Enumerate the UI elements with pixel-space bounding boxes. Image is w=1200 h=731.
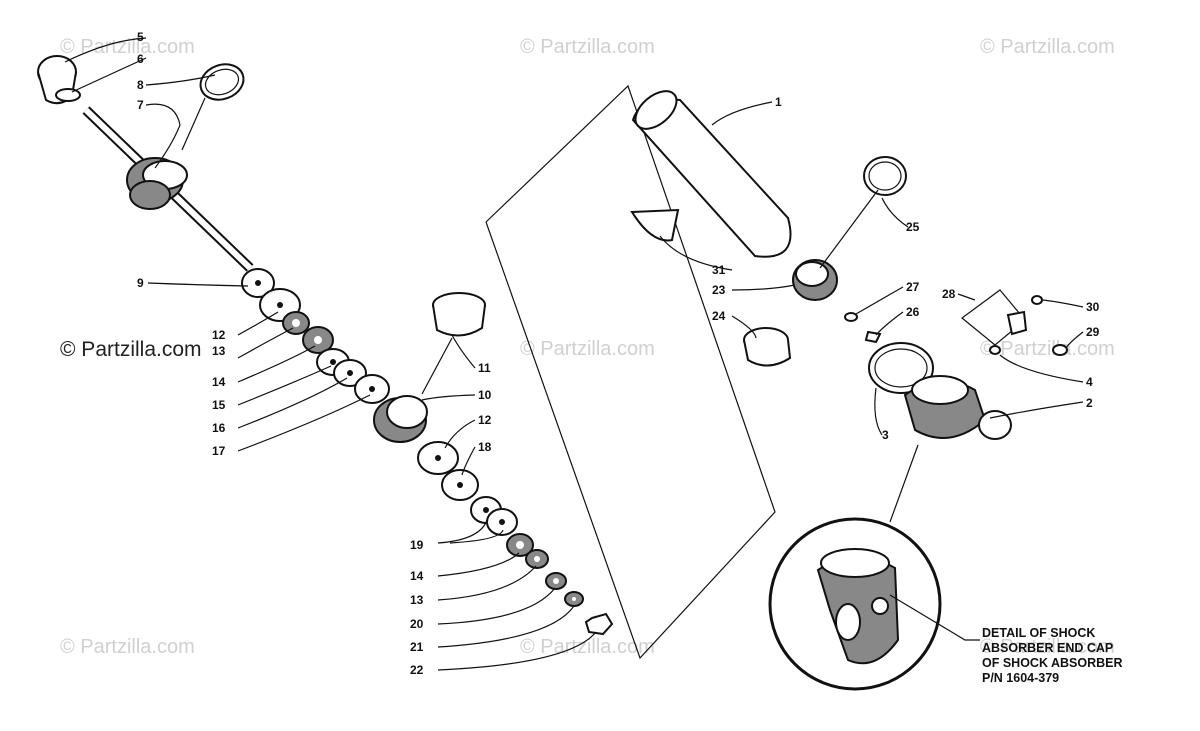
callout-11: 11 xyxy=(478,361,491,375)
callout-9: 9 xyxy=(137,276,144,290)
part-10-piston-icon xyxy=(373,395,428,443)
callout-25: 25 xyxy=(906,220,920,234)
part-31-icon xyxy=(630,208,680,242)
callout-7: 7 xyxy=(137,98,144,112)
watermark: © Partzilla.com xyxy=(520,338,655,360)
callout-14: 14 xyxy=(410,569,424,583)
part-6-washer-icon xyxy=(55,88,81,102)
callout-6: 6 xyxy=(137,52,144,66)
left-washer-stack xyxy=(241,268,390,404)
callout-17: 17 xyxy=(212,444,226,458)
watermark: © Partzilla.com xyxy=(60,36,195,58)
part-8-oring-icon xyxy=(199,63,245,101)
callout-3: 3 xyxy=(882,428,889,442)
part-24-icon xyxy=(743,327,792,367)
callout-30: 30 xyxy=(1086,300,1100,314)
partzilla-watermark: © Partzilla.com xyxy=(60,338,202,361)
callout-21: 21 xyxy=(410,640,424,654)
part-29-icon xyxy=(1052,344,1068,356)
callout-16: 16 xyxy=(212,421,226,435)
part-23-icon xyxy=(792,259,838,301)
watermark: © Partzilla.com xyxy=(980,338,1115,360)
watermark: © Partzilla.com xyxy=(520,36,655,58)
part-27-icon xyxy=(844,312,858,322)
watermark: © Partzilla.com xyxy=(520,636,655,658)
callout-10: 10 xyxy=(478,388,492,402)
right-washer-stack xyxy=(417,441,614,636)
part-28-valve-icon xyxy=(1006,310,1028,336)
callout-19: 19 xyxy=(410,538,424,552)
callout-13: 13 xyxy=(410,593,424,607)
callout-20: 20 xyxy=(410,617,424,631)
callout-28: 28 xyxy=(942,287,956,301)
callout-12: 12 xyxy=(212,328,226,342)
callout-12: 12 xyxy=(478,413,492,427)
callout-22: 22 xyxy=(410,663,424,677)
callout-8: 8 xyxy=(137,78,144,92)
callout-29: 29 xyxy=(1086,325,1100,339)
callout-18: 18 xyxy=(478,440,492,454)
watermark: © Partzilla.com xyxy=(980,36,1115,58)
detail-note-line: OF SHOCK ABSORBER xyxy=(982,656,1123,670)
shaft-icon xyxy=(82,106,254,272)
callout-15: 15 xyxy=(212,398,226,412)
part-3-ring-icon xyxy=(868,342,934,394)
part-25-oring-icon xyxy=(863,156,907,196)
leader-lines xyxy=(64,37,1084,671)
part-30-icon xyxy=(1031,295,1043,305)
callout-26: 26 xyxy=(906,305,920,319)
callout-13: 13 xyxy=(212,344,226,358)
assembly-frame xyxy=(485,84,776,660)
callout-31: 31 xyxy=(712,263,726,277)
callout-5: 5 xyxy=(137,30,144,44)
callout-24: 24 xyxy=(712,309,726,323)
callout-23: 23 xyxy=(712,283,726,297)
callout-2: 2 xyxy=(1086,396,1093,410)
callout-27: 27 xyxy=(906,280,920,294)
watermark: © Partzilla.com xyxy=(980,636,1115,658)
part-2-endcap-icon xyxy=(903,375,1012,440)
callout-1: 1 xyxy=(775,95,782,109)
watermark: © Partzilla.com xyxy=(60,636,195,658)
callout-14: 14 xyxy=(212,375,226,389)
part-1-cylinder-icon xyxy=(631,90,792,258)
detail-note-line: ABSORBER END CAP xyxy=(982,641,1114,655)
detail-endcap-icon xyxy=(816,548,900,665)
detail-note: DETAIL OF SHOCK ABSORBER END CAP OF SHOC… xyxy=(982,626,1123,686)
detail-note-line: P/N 1604-379 xyxy=(982,671,1060,685)
part-11-band-icon xyxy=(432,292,486,337)
callout-4: 4 xyxy=(1086,375,1093,389)
part-4-icon xyxy=(989,345,1001,355)
detail-note-line: DETAIL OF SHOCK xyxy=(982,626,1096,640)
